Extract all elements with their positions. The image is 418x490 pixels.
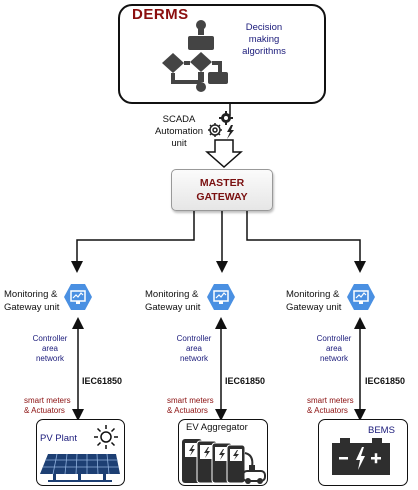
scada-label: SCADA Automation unit [151, 114, 207, 150]
flowchart-icon [162, 20, 228, 92]
branch-1-network-line-3: network [35, 354, 64, 363]
gateway-to-branch-1-line [71, 211, 195, 273]
branch-1-devices-link-label: smart meters & Actuators [24, 396, 71, 416]
decision-line-3: algorithms [242, 46, 286, 57]
branch-3-monitoring-line-1: Monitoring & [286, 289, 340, 300]
branch-1-devices-link-line-2: & Actuators [24, 406, 65, 415]
branch-2-devices-link-line-1: smart meters [167, 396, 214, 405]
branch-3-monitoring-line-2: Gateway unit [286, 302, 342, 313]
pv-plant-label: PV Plant [40, 433, 77, 444]
branch-1-network-label: Controller area network [26, 334, 74, 364]
derms-title: DERMS [132, 6, 189, 23]
scada-line-3: unit [171, 138, 187, 149]
branch-1-devices-link-line-1: smart meters [24, 396, 71, 405]
branch-2-network-line-3: network [179, 354, 208, 363]
solar-panel-icon [40, 453, 120, 482]
decision-line-1: Decision [245, 22, 283, 33]
bems-label: BEMS [368, 425, 395, 436]
decision-text: Decision making algorithms [236, 22, 292, 58]
ev-chargers-icon [182, 439, 266, 484]
branch-2-devices-link-line-2: & Actuators [167, 406, 208, 415]
ev-aggregator-label: EV Aggregator [186, 422, 248, 433]
branch-3-network-line-3: network [319, 354, 348, 363]
branch-3-network-label: Controller area network [310, 334, 358, 364]
branch-1-monitoring-label: Monitoring & Gateway unit [4, 288, 59, 314]
master-gateway-label: MASTER GATEWAY [171, 176, 273, 204]
gateway-to-branch-3-line [246, 211, 366, 273]
master-gateway-box [171, 169, 273, 211]
branch-3-network-line-1: Controller [316, 334, 352, 343]
gears-icon [208, 111, 234, 139]
branch-2-devices-link-label: smart meters & Actuators [167, 396, 214, 416]
decision-line-2: making [248, 34, 280, 45]
scada-line-1: SCADA [162, 114, 196, 125]
branch-3-gateway-icon [347, 284, 375, 310]
derms-box [118, 4, 326, 104]
branch-2-network-label: Controller area network [170, 334, 218, 364]
branch-2-network-line-2: area [185, 344, 202, 353]
branch-1-gateway-icon [64, 284, 92, 310]
branch-3-devices-link-line-1: smart meters [307, 396, 354, 405]
branch-1-network-line-2: area [41, 344, 58, 353]
branch-1-network-line-1: Controller [32, 334, 68, 343]
branch-3-monitoring-label: Monitoring & Gateway unit [286, 288, 341, 314]
battery-icon [332, 438, 390, 475]
branch-3-devices-link-line-2: & Actuators [307, 406, 348, 415]
branch-2-protocol-label: IEC61850 [225, 376, 266, 386]
branch-3-network-line-2: area [325, 344, 342, 353]
branch-2-monitoring-line-2: Gateway unit [145, 302, 201, 313]
branch-2-monitoring-line-1: Monitoring & [145, 289, 199, 300]
scada-line-2: Automation [154, 126, 204, 137]
scada-to-gateway-arrow [205, 139, 243, 169]
branch-2-gateway-icon [207, 284, 235, 310]
branch-2-network-line-1: Controller [176, 334, 212, 343]
branch-1-protocol-label: IEC61850 [82, 376, 123, 386]
sun-icon [94, 425, 118, 449]
branch-1-monitoring-line-1: Monitoring & [4, 289, 58, 300]
master-gateway-line-1: MASTER [199, 177, 245, 189]
branch-3-protocol-label: IEC61850 [365, 376, 406, 386]
branch-3-devices-link-label: smart meters & Actuators [307, 396, 354, 416]
master-gateway-line-2: GATEWAY [196, 191, 248, 203]
branch-1-monitoring-line-2: Gateway unit [4, 302, 60, 313]
branch-2-monitoring-label: Monitoring & Gateway unit [145, 288, 200, 314]
